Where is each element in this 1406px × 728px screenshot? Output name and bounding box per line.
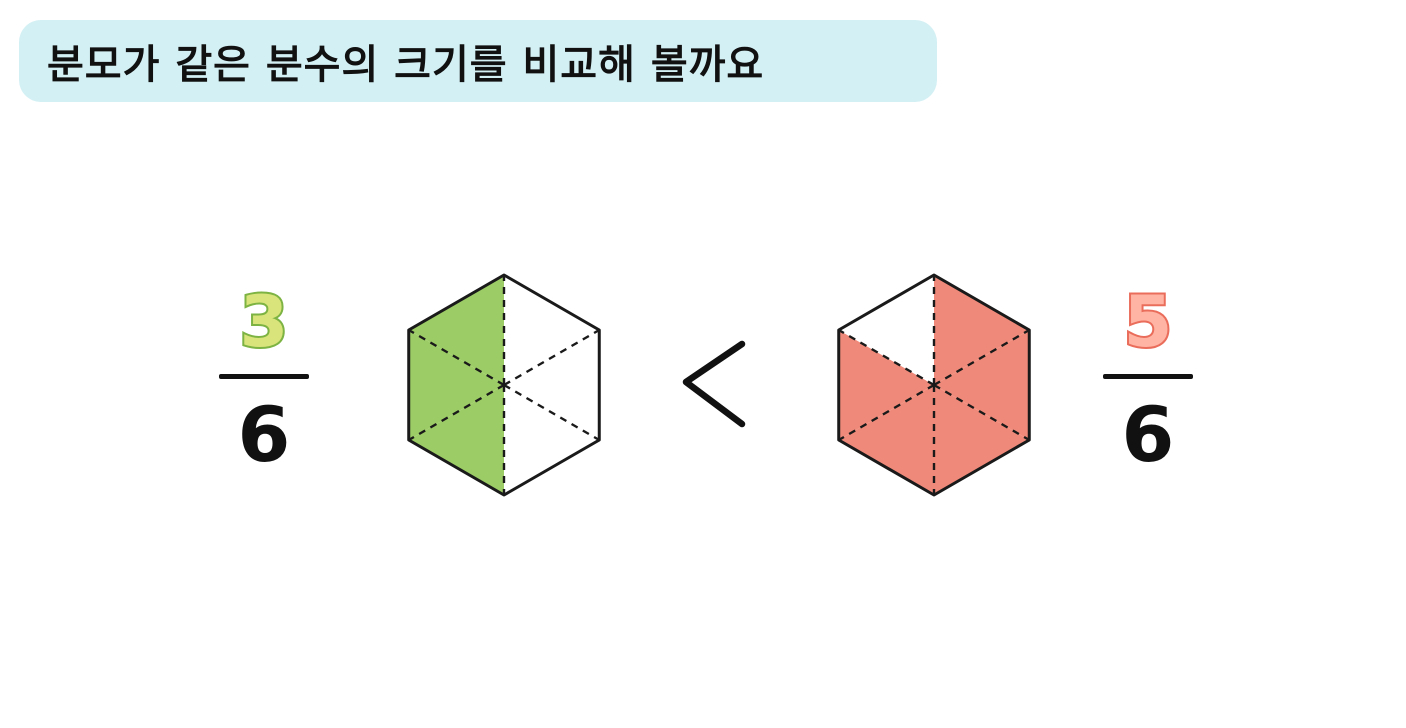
right-hexagon-outline <box>837 273 1031 497</box>
left-hexagon-slice-4 <box>504 385 600 495</box>
left-hexagon-divider-6 <box>408 328 505 387</box>
left-fraction: 3 6 <box>209 280 319 492</box>
left-hexagon <box>407 273 601 497</box>
right-hexagon-divider-3 <box>933 383 1030 442</box>
left-hexagon-divider-5 <box>408 383 505 442</box>
left-hexagon-divider-2 <box>503 328 600 387</box>
right-hexagon-slices <box>838 275 1030 495</box>
left-denominator: 6 <box>237 390 291 479</box>
right-hexagon-slice-4-shaded <box>838 385 934 495</box>
left-hexagon-slices <box>408 275 600 495</box>
right-hexagon-slice-3-shaded <box>934 385 1030 495</box>
right-hexagon-divider-2 <box>933 328 1030 387</box>
left-hexagon-slice-1-shaded <box>408 275 504 385</box>
right-hexagon-divider-6 <box>838 328 935 387</box>
left-hexagon-outline <box>407 273 601 497</box>
page-title: 분모가 같은 분수의 크기를 비교해 볼까요 <box>47 42 765 88</box>
right-fraction-bar <box>1103 374 1193 379</box>
left-hexagon-slice-5 <box>504 330 600 440</box>
left-fraction-bar <box>219 374 309 379</box>
less-than-symbol <box>682 340 746 428</box>
right-hexagon-slice-6 <box>838 275 934 385</box>
left-hexagon-slice-6 <box>504 275 600 385</box>
left-numerator: 3 <box>238 280 291 364</box>
right-hexagon-slice-1-shaded <box>934 275 1030 385</box>
left-hexagon-slice-2-shaded <box>408 330 504 440</box>
right-hexagon-slice-5-shaded <box>838 330 934 440</box>
right-hexagon-dividers <box>838 275 1030 495</box>
right-hexagon-divider-5 <box>838 383 935 442</box>
left-hexagon-dividers <box>408 275 600 495</box>
right-fraction: 5 6 <box>1093 280 1203 492</box>
left-hexagon-divider-3 <box>503 383 600 442</box>
right-numerator: 5 <box>1122 280 1175 364</box>
right-hexagon <box>837 273 1031 497</box>
title-banner: 분모가 같은 분수의 크기를 비교해 볼까요 <box>19 20 937 102</box>
right-denominator: 6 <box>1121 390 1175 479</box>
left-hexagon-slice-3-shaded <box>408 385 504 495</box>
right-hexagon-slice-2-shaded <box>934 330 1030 440</box>
